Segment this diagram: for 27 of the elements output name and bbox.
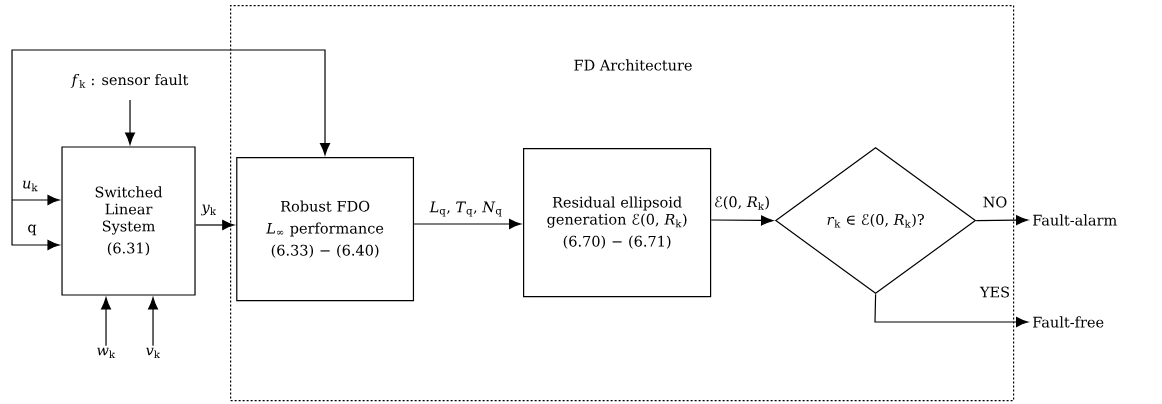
signal-label: w$_{k}$ — [97, 347, 116, 359]
frame-title: FD Architecture — [574, 59, 692, 71]
output-label: Fault-free — [1033, 316, 1104, 328]
arrow — [125, 99, 136, 145]
edge-label: ℰ(0, R$_{k}$) — [712, 195, 772, 211]
arrow — [11, 194, 60, 205]
arrow — [148, 297, 159, 347]
edge-label: y$_{k}$ — [200, 203, 218, 217]
process-box: Robust FDO L$_{∞}$ performance (6.33) − (6.40) — [236, 157, 415, 302]
arrow — [11, 49, 331, 201]
arrow — [11, 199, 60, 250]
edge-label: YES — [978, 285, 1012, 299]
edge-label: u$_{k}$ — [21, 179, 39, 193]
arrow — [101, 297, 112, 347]
signal-label: f$_{k}$ : sensor fault — [70, 73, 189, 88]
output-label: Fault-alarm — [1033, 214, 1117, 226]
signal-label: v$_{k}$ — [146, 347, 160, 359]
arrow — [413, 218, 522, 229]
arrow — [195, 219, 235, 230]
arrow — [975, 215, 1029, 226]
edge-label: q — [26, 223, 38, 237]
edge-label: L$_{q}$, T$_{q}$, N$_{q}$ — [428, 200, 504, 218]
process-box: Residual ellipsoid generation ℰ(0, R$_{k}$) (6.70) − (6.71) — [523, 148, 712, 298]
arrow — [710, 215, 774, 226]
process-box: Switched Linear System (6.31) — [61, 146, 196, 296]
arrow — [874, 293, 1029, 327]
edge-label: NO — [981, 195, 1009, 209]
